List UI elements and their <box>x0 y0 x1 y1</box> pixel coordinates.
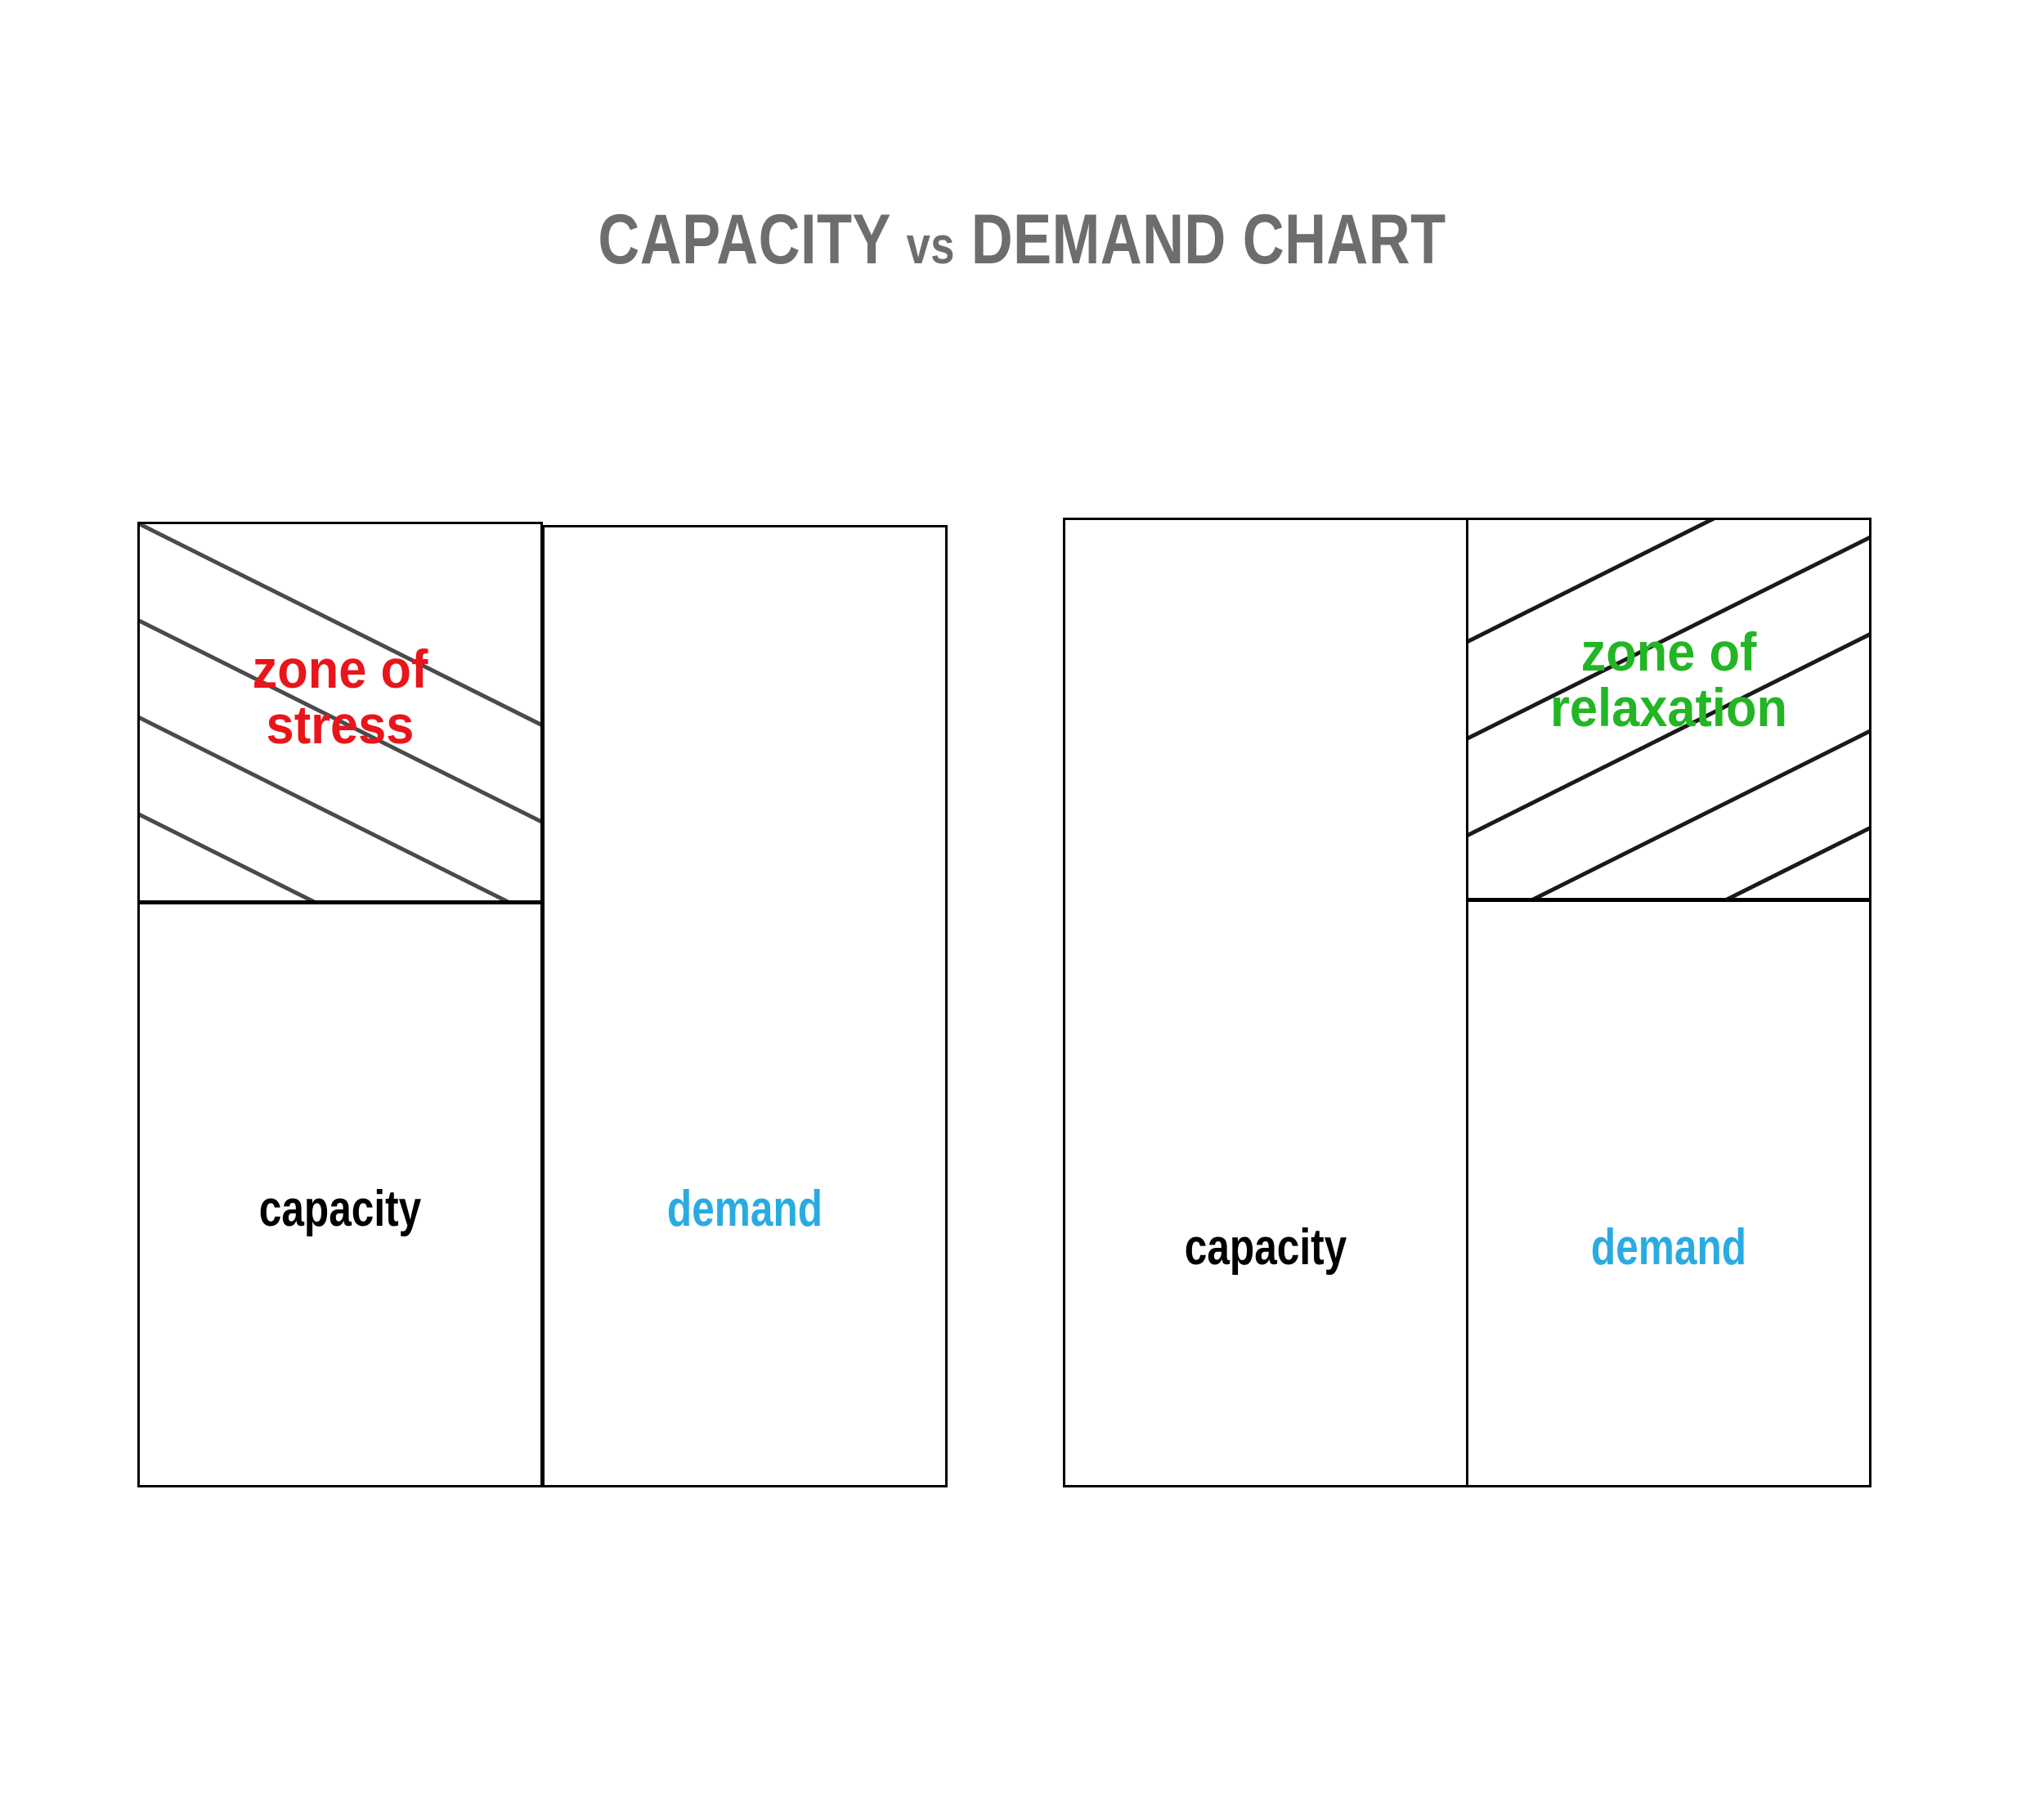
hatch-pattern-descending <box>140 524 540 900</box>
left-demand-bar[interactable] <box>542 525 948 1487</box>
left-capacity-bar[interactable] <box>137 902 543 1487</box>
left-zone-of-stress-box <box>137 522 543 903</box>
page-title: CAPACITY vs DEMAND CHART <box>184 200 1860 280</box>
right-demand-bar[interactable] <box>1466 900 1871 1487</box>
right-zone-of-relaxation-box <box>1466 518 1871 900</box>
page-title-part-1: CAPACITY <box>598 200 907 279</box>
page-title-vs: vs <box>906 216 955 275</box>
hatch-pattern-ascending <box>1468 520 1869 898</box>
right-capacity-bar[interactable] <box>1063 518 1468 1487</box>
page-title-part-2: DEMAND CHART <box>954 200 1446 279</box>
